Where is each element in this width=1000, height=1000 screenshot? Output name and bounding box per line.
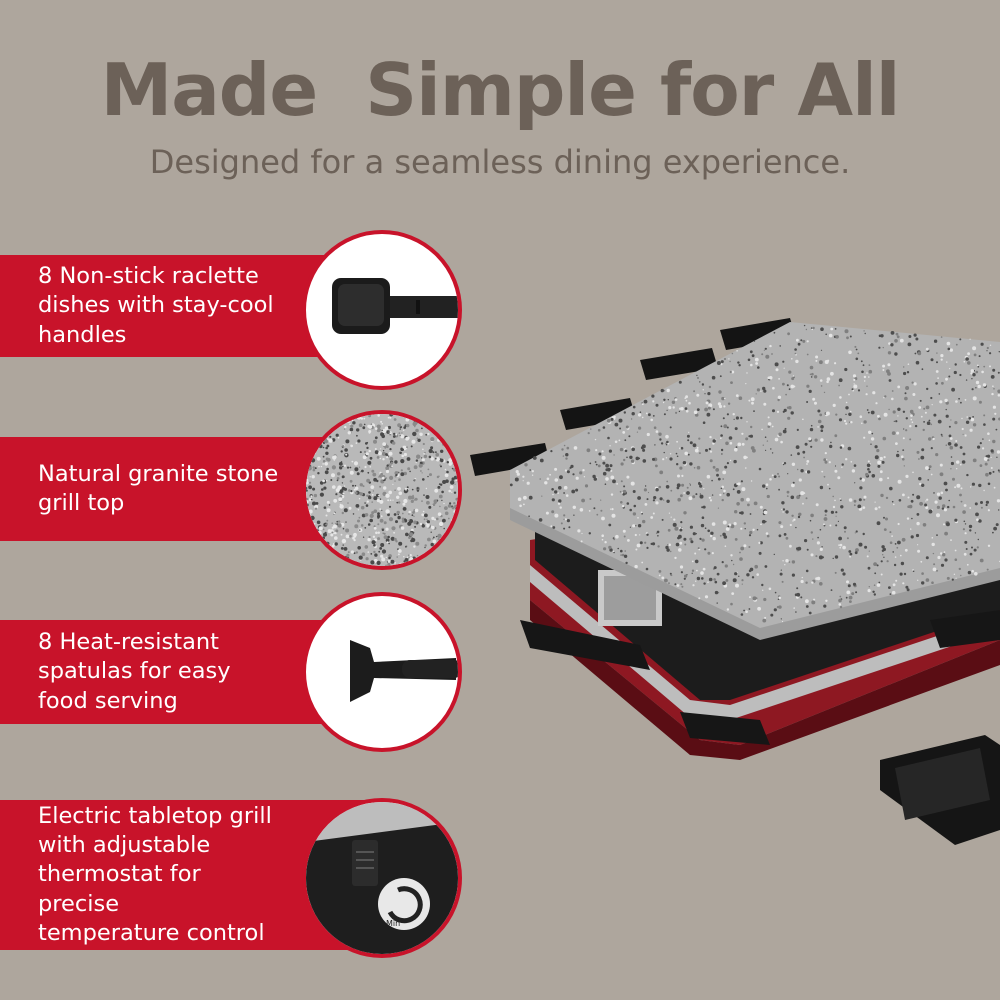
thermostat-knob-icon: Min (302, 798, 462, 958)
feature-thermostat-label: Electric tabletop grill with adjustable … (38, 802, 272, 946)
feature-spatulas-label: 8 Heat-resistant spatulas for easy food … (38, 629, 231, 714)
feature-dishes-label: 8 Non-stick raclette dishes with stay-co… (38, 263, 274, 348)
page-subtitle: Designed for a seamless dining experienc… (149, 143, 851, 181)
page-title: Made Simple for All (100, 48, 901, 132)
granite-texture-icon (302, 410, 462, 570)
raclette-dish-icon (302, 230, 462, 390)
spatula-icon (302, 592, 462, 752)
feature-granite-label: Natural granite stone grill top (38, 460, 279, 516)
svg-text:Min: Min (386, 919, 400, 928)
